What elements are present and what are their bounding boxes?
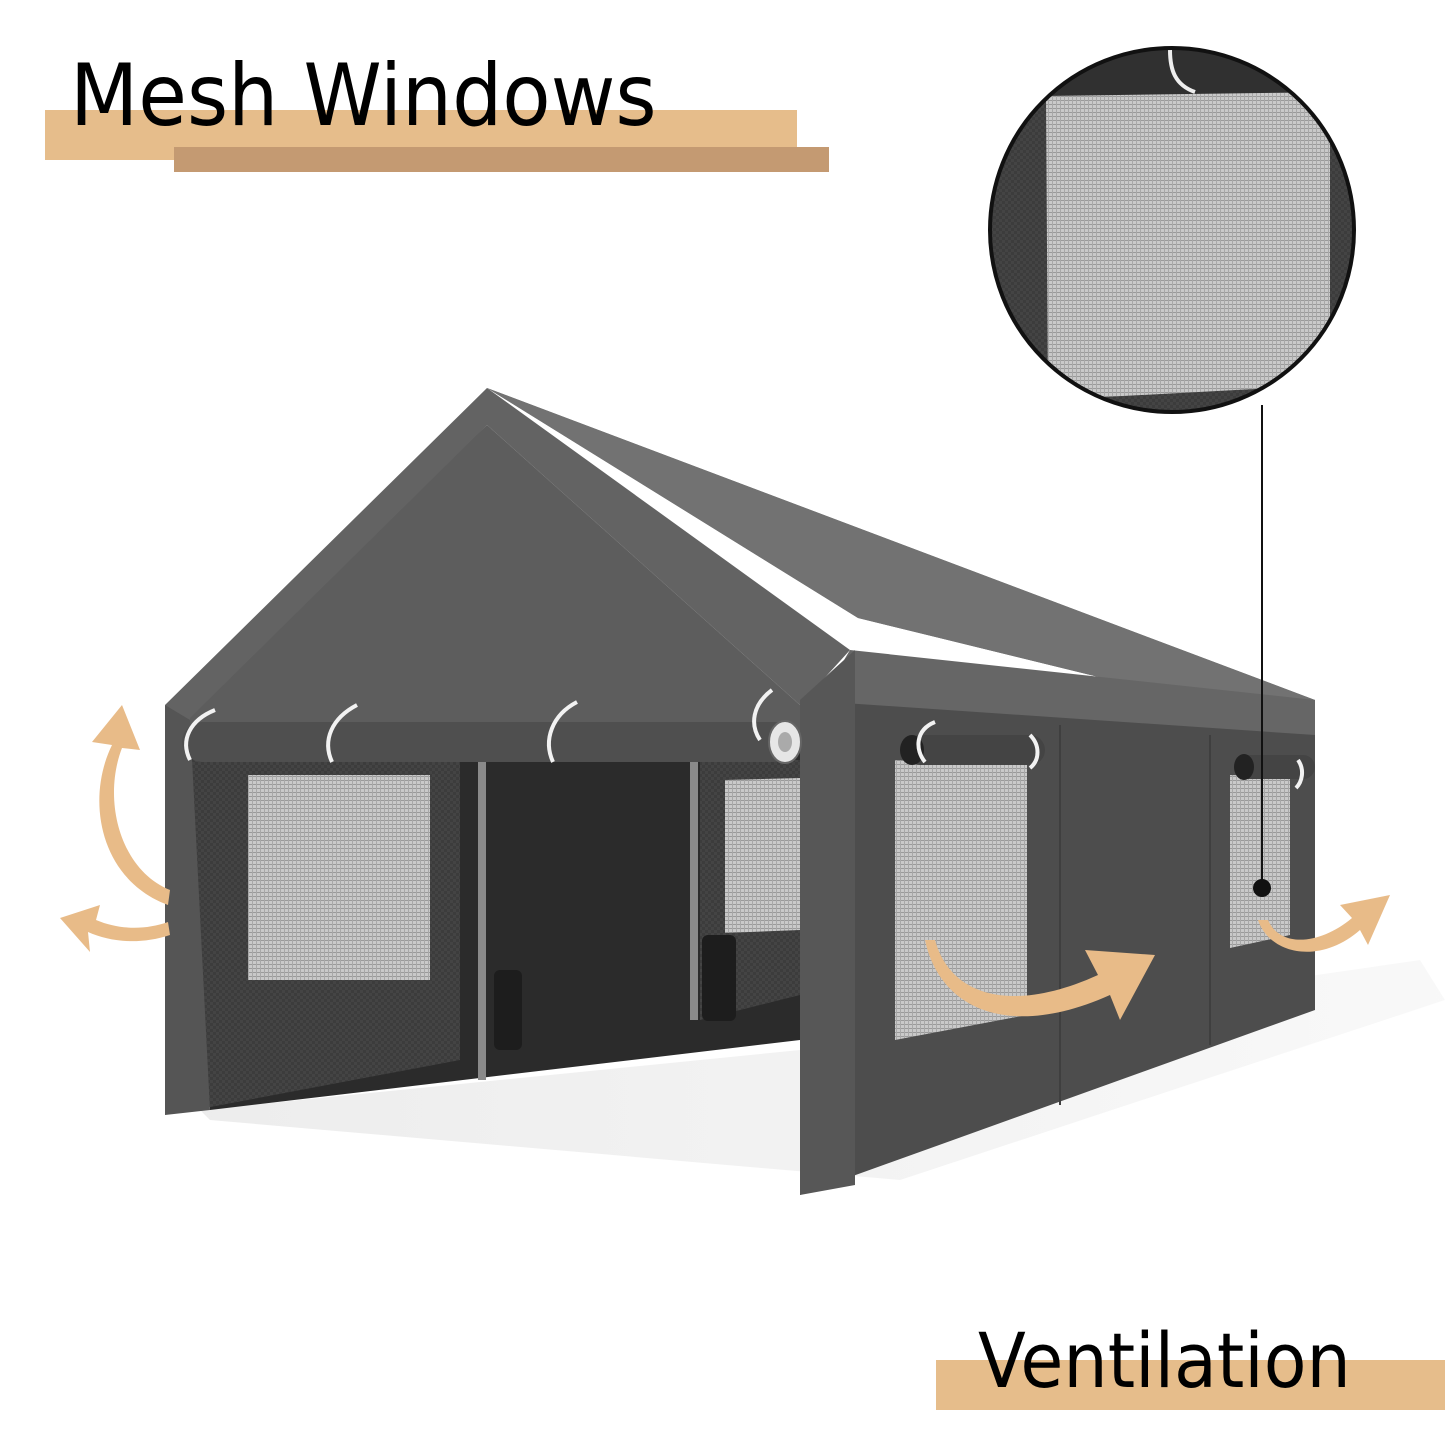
title-highlight-bar-dark [174,147,829,172]
caption-text: Ventilation [978,1316,1351,1405]
side-mesh-window-2 [1230,775,1290,948]
arrow-right-mid [925,940,1155,1020]
side-rollup-tube-2 [1235,755,1315,779]
side-rollup-tube-1 [905,735,1045,765]
caption-highlight-bar [936,1360,1445,1410]
arrow-up-left [92,705,170,905]
front-mesh-window-left [248,775,430,980]
front-mesh-window-right [725,778,800,933]
side-mesh-window-1 [895,760,1027,1040]
white-straps [184,688,1305,790]
callout-dot [1253,879,1271,897]
sandbag [702,935,736,1021]
ventilation-arrows [60,705,1390,1020]
arrow-left [60,905,170,952]
title-label: Mesh Windows [0,0,850,190]
front-rollup-tube [182,722,794,762]
caption-label: Ventilation [900,1300,1445,1445]
arrow-right-far [1258,895,1390,952]
title-text: Mesh Windows [70,46,657,146]
sandbag [494,970,522,1050]
roof-gable [165,388,850,735]
